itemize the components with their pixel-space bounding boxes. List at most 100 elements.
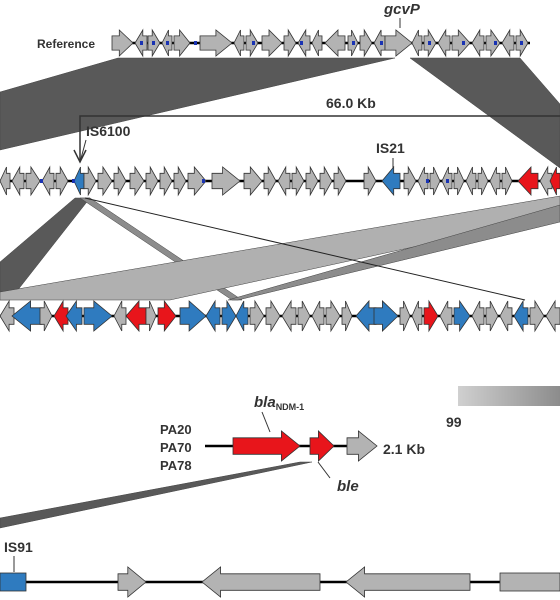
island-gene bbox=[173, 165, 187, 197]
island-gene bbox=[263, 165, 277, 197]
island-gene bbox=[0, 166, 11, 196]
track-ndm-region bbox=[232, 430, 378, 462]
ref-marker bbox=[166, 41, 169, 45]
ble-gene-label: ble bbox=[337, 478, 359, 495]
is91-gene bbox=[499, 572, 560, 592]
island-gene bbox=[55, 165, 69, 197]
ref-gene bbox=[437, 28, 451, 58]
detail-gene bbox=[221, 299, 237, 333]
ref-marker bbox=[462, 41, 465, 45]
island-gene bbox=[517, 165, 539, 197]
island-gene bbox=[41, 165, 55, 197]
ref-marker bbox=[252, 41, 255, 45]
is91-label: IS91 bbox=[4, 539, 33, 555]
detail-gene bbox=[205, 299, 221, 333]
ref-marker bbox=[352, 41, 355, 45]
track-genomic-island bbox=[0, 165, 560, 197]
detail-gene bbox=[53, 299, 69, 333]
island-gene bbox=[381, 165, 401, 197]
detail-gene bbox=[157, 299, 177, 333]
homology-links bbox=[0, 57, 560, 529]
ref-gene bbox=[485, 28, 501, 58]
ref-marker bbox=[152, 41, 155, 45]
link-ref-left bbox=[0, 57, 396, 151]
detail-gene bbox=[423, 299, 439, 333]
detail-gene bbox=[235, 300, 249, 332]
island-gene bbox=[403, 165, 417, 197]
ref-gene bbox=[501, 28, 515, 58]
detail-gene bbox=[529, 299, 545, 333]
span-label: 66.0 Kb bbox=[326, 95, 376, 111]
pa78-label: PA78 bbox=[160, 458, 192, 473]
detail-gene bbox=[249, 299, 265, 333]
detail-gene bbox=[485, 300, 499, 332]
is91-gene bbox=[345, 566, 471, 598]
ref-marker bbox=[494, 41, 497, 45]
island-gene bbox=[97, 165, 113, 197]
island-gene bbox=[453, 166, 465, 196]
detail-gene bbox=[265, 299, 281, 333]
bla-name: bla bbox=[254, 394, 276, 411]
ref-gene bbox=[311, 29, 323, 57]
island-gene bbox=[159, 165, 173, 197]
reference-label: Reference bbox=[37, 37, 95, 51]
identity-gradient-bar bbox=[458, 386, 560, 406]
bla-pointer bbox=[261, 411, 271, 433]
detail-gene bbox=[281, 299, 297, 333]
is91-element bbox=[0, 572, 27, 592]
island-gene bbox=[305, 165, 319, 197]
detail-gene bbox=[39, 300, 53, 332]
ref-gene bbox=[411, 29, 423, 57]
detail-gene bbox=[453, 299, 471, 333]
link-island-wide bbox=[0, 195, 560, 301]
link-ref-right bbox=[409, 57, 560, 169]
island-gene bbox=[211, 166, 241, 196]
pa20-label: PA20 bbox=[160, 422, 192, 437]
island-gene bbox=[187, 165, 207, 197]
island-gene bbox=[417, 166, 429, 196]
ref-marker bbox=[428, 41, 431, 45]
island-gene bbox=[501, 166, 513, 196]
island-gene bbox=[465, 166, 477, 196]
detail-gene bbox=[65, 299, 83, 333]
detail-gene bbox=[297, 300, 311, 332]
ref-gene bbox=[324, 29, 346, 57]
ref-gene bbox=[111, 29, 134, 57]
detail-gene bbox=[311, 300, 325, 332]
link-island-thin bbox=[84, 197, 526, 301]
island-gene bbox=[429, 166, 441, 196]
detail-gene bbox=[341, 300, 353, 332]
island-gene bbox=[291, 165, 305, 197]
size-label: 2.1 Kb bbox=[383, 441, 425, 457]
track-is91-region bbox=[0, 566, 560, 598]
island-gene bbox=[243, 165, 263, 197]
island-gene bbox=[11, 165, 25, 197]
detail-gene bbox=[355, 299, 377, 333]
island-gene bbox=[129, 165, 145, 197]
detail-gene bbox=[325, 299, 341, 333]
island-gene bbox=[363, 165, 377, 197]
detail-gene bbox=[125, 299, 147, 333]
detail-gene bbox=[0, 299, 15, 333]
is91-gene bbox=[117, 566, 147, 598]
is91-gene bbox=[201, 566, 321, 598]
island-gene bbox=[539, 165, 553, 197]
ref-gene bbox=[297, 28, 311, 58]
island-marker bbox=[446, 179, 449, 183]
detail-gene bbox=[499, 300, 513, 332]
island-gene bbox=[73, 166, 85, 196]
detail-gene bbox=[399, 300, 411, 332]
ref-gene bbox=[173, 28, 191, 58]
island-gene bbox=[333, 165, 347, 197]
island-gene bbox=[477, 166, 489, 196]
detail-gene bbox=[113, 300, 127, 332]
island-gene bbox=[489, 166, 501, 196]
ref-gene bbox=[199, 29, 233, 57]
pa70-label: PA70 bbox=[160, 440, 192, 455]
island-gene bbox=[145, 165, 159, 197]
is6100-label: IS6100 bbox=[86, 123, 131, 139]
ble-gene bbox=[309, 430, 335, 462]
span-bracket bbox=[79, 115, 560, 160]
detail-gene bbox=[11, 300, 43, 332]
